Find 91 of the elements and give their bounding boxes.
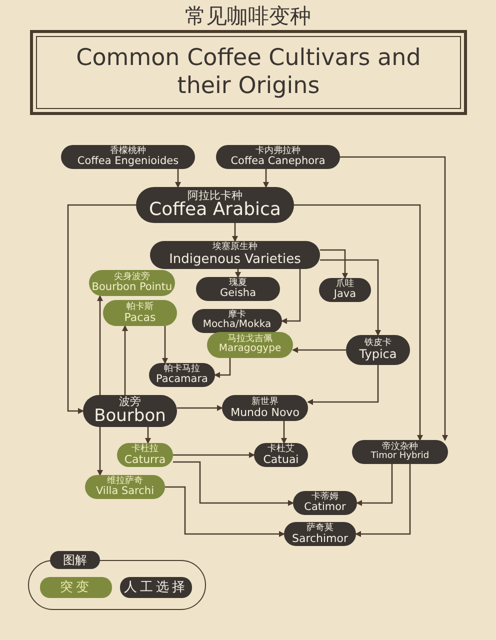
chinese-name: 摩卡 <box>228 311 246 320</box>
arrow <box>145 427 151 444</box>
chinese-name: 帝汶杂种 <box>382 442 418 452</box>
chinese-name: 卡内弗拉种 <box>256 146 300 156</box>
cultivar-pill <box>222 395 308 421</box>
latin-name: Mocha/Mokka <box>202 320 272 331</box>
cultivar-pill <box>216 145 340 169</box>
chinese-name: 尖身波旁 <box>114 272 150 282</box>
arrow <box>281 269 301 324</box>
legend-swatch: 突变 <box>40 577 112 598</box>
chinese-name: 爪哇 <box>336 280 354 289</box>
legend-swatch: 人工选择 <box>120 577 192 598</box>
arrow <box>281 421 287 444</box>
latin-name: Catuai <box>263 454 299 466</box>
chinese-name: 新世界 <box>252 398 278 407</box>
chinese-name: 阿拉比卡种 <box>188 190 242 202</box>
latin-name: Pacamara <box>156 374 208 386</box>
arrow <box>122 325 128 395</box>
chinese-name: 卡杜艾 <box>268 444 294 454</box>
legend-heading: 图解 <box>50 551 100 569</box>
arrow <box>294 204 423 441</box>
arrow <box>355 464 411 537</box>
chinese-name: 香檬桃种 <box>110 146 146 156</box>
chinese-name: 埃塞原生种 <box>212 243 258 253</box>
arrow <box>97 427 103 476</box>
arrow <box>214 358 231 378</box>
arrow <box>263 169 269 188</box>
arrow <box>340 156 448 441</box>
cultivar-pill <box>103 300 177 326</box>
cultivar-pill <box>61 145 195 169</box>
arrow <box>165 486 285 537</box>
chinese-name: 波旁 <box>119 396 141 408</box>
latin-name: Pacas <box>124 312 156 324</box>
latin-name: Villa Sarchi <box>96 486 154 498</box>
chinese-name: 卡杜拉 <box>132 444 158 454</box>
cultivar-pill <box>346 335 410 365</box>
arrow <box>320 259 381 336</box>
cultivar-pill <box>352 440 448 464</box>
cultivar-pill <box>284 522 356 546</box>
chinese-name: 铁皮卡 <box>364 338 392 348</box>
cultivar-pill <box>117 443 173 467</box>
page-title: 常见咖啡变种 <box>184 3 312 30</box>
cultivar-pill <box>196 277 280 301</box>
chinese-name: 瑰夏 <box>229 278 247 288</box>
arrow <box>173 461 294 506</box>
cultivar-pill <box>207 332 293 358</box>
chinese-name: 维拉萨奇 <box>107 476 143 486</box>
latin-name: Coffea Arabica <box>149 201 281 220</box>
heading-box <box>30 30 467 115</box>
cultivar-pill <box>136 187 294 223</box>
arrow <box>356 464 393 506</box>
arrow <box>235 269 241 278</box>
arrow <box>175 169 181 188</box>
arrow <box>162 326 168 364</box>
chinese-name: 卡蒂姆 <box>312 492 338 502</box>
arrow <box>320 249 348 279</box>
chinese-name: 帕卡马拉 <box>164 364 200 374</box>
latin-name: Coffea Engenioides <box>77 156 179 168</box>
latin-name: Java <box>334 289 356 300</box>
chinese-name: 帕卡斯 <box>126 302 154 312</box>
cultivar-pill <box>293 491 357 515</box>
arrow <box>307 365 379 405</box>
latin-name: Bourbon <box>94 408 166 426</box>
latin-name: Catimor <box>304 502 346 514</box>
cultivar-pill <box>319 278 371 302</box>
arrow <box>97 295 103 395</box>
arrow <box>232 223 238 242</box>
latin-name: Maragogype <box>218 344 282 355</box>
latin-name: Indigenous Varieties <box>169 252 301 267</box>
latin-name: Sarchimor <box>292 532 348 544</box>
latin-name: Timor Hybrid <box>370 452 430 462</box>
chinese-name: 马拉戈吉佩 <box>228 335 272 344</box>
latin-name: Bourbon Pointu <box>92 282 172 294</box>
chinese-name: 萨奇莫 <box>306 524 334 533</box>
cultivar-pill <box>85 475 165 499</box>
heading-text: Common Coffee Cultivars and their Origins <box>75 44 422 100</box>
arrow <box>177 405 223 411</box>
cultivar-pill <box>192 309 282 333</box>
arrow <box>292 347 346 353</box>
latin-name: Coffea Canephora <box>230 156 326 168</box>
latin-name: Caturra <box>124 454 166 466</box>
cultivar-pill <box>89 270 175 296</box>
latin-name: Geisha <box>220 288 256 300</box>
latin-name: Typica <box>359 348 397 362</box>
arrow <box>67 204 136 414</box>
cultivar-pill <box>149 363 215 387</box>
cultivar-pill <box>254 443 308 467</box>
cultivar-pill <box>83 395 177 427</box>
latin-name: Mundo Novo <box>230 406 300 418</box>
cultivar-pill <box>150 241 320 269</box>
arrow <box>173 452 255 458</box>
